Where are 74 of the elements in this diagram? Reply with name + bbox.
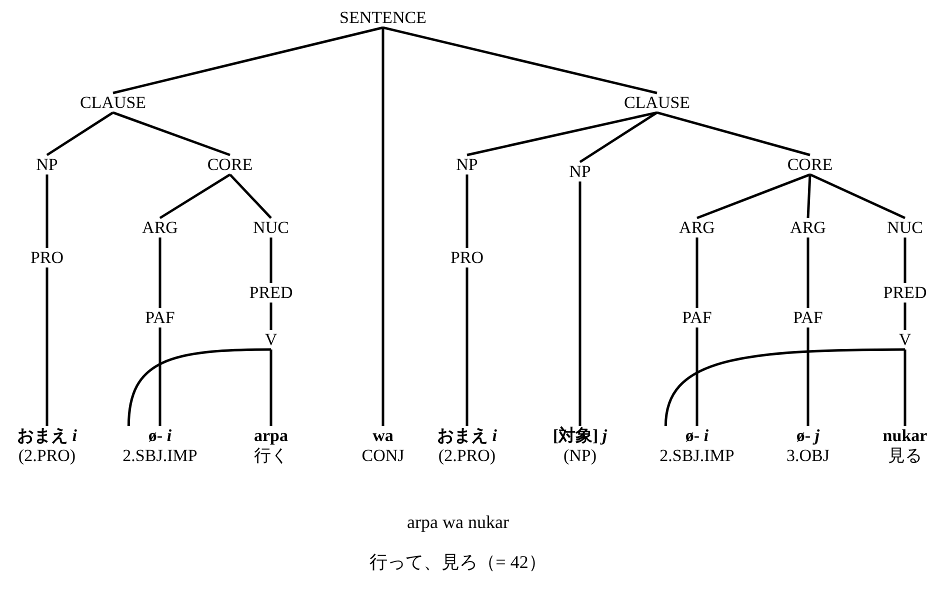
node-label: PRED <box>249 283 293 303</box>
node-label: NP <box>456 155 478 175</box>
tree-branch <box>579 112 658 164</box>
tree-branch <box>158 328 162 426</box>
node-label: NP <box>36 155 58 175</box>
tree-branch <box>159 173 231 220</box>
word-form: ø- i <box>684 426 710 446</box>
node-label: PAF <box>145 308 175 328</box>
tree-branch <box>578 182 582 426</box>
word-form: [対象] j <box>552 426 608 446</box>
linking-arc <box>664 348 905 426</box>
node-label: PRO <box>450 248 484 268</box>
node-label: NUC <box>253 218 289 238</box>
gloss: 行く <box>254 446 288 466</box>
tree-branch <box>806 328 810 426</box>
tree-branch <box>46 174 48 248</box>
node-label: V <box>898 330 912 350</box>
tree-branch <box>270 238 272 283</box>
node-label: SENTENCE <box>340 8 426 28</box>
gloss: (2.PRO) <box>17 446 77 466</box>
node-label: PAF <box>793 308 823 328</box>
gloss: CONJ <box>362 446 404 466</box>
node-label: V <box>264 330 278 350</box>
tree-branch <box>229 174 272 219</box>
tree-branch <box>696 328 698 426</box>
example-sentence: arpa wa nukar <box>407 512 509 533</box>
translation: 行って、見ろ（= 42） <box>370 551 546 574</box>
word-form: おまえ i <box>437 426 497 446</box>
gloss: (NP) <box>562 446 598 466</box>
tree-branch <box>382 28 384 426</box>
node-label: NP <box>569 162 591 182</box>
word-form: ø- j <box>795 426 821 446</box>
node-label: NUC <box>887 218 923 238</box>
tree-branch <box>46 268 48 426</box>
gloss: (2.PRO) <box>437 446 497 466</box>
tree-branch <box>466 111 658 156</box>
node-label: CLAUSE <box>80 93 146 113</box>
gloss: 3.OBJ <box>786 446 830 466</box>
tree-branch <box>904 302 906 330</box>
word-form: おまえ i <box>17 426 77 446</box>
node-label: CORE <box>207 155 253 175</box>
tree-branch <box>696 238 698 308</box>
tree-branch <box>270 350 272 426</box>
tree-branch <box>806 174 812 218</box>
gloss: 2.SBJ.IMP <box>660 446 734 466</box>
word-form: ø- i <box>147 426 173 446</box>
node-label: PRO <box>30 248 64 268</box>
node-label: ARG <box>790 218 826 238</box>
node-label: PRED <box>883 283 927 303</box>
tree-branch <box>158 238 162 308</box>
word-form: nukar <box>882 426 928 446</box>
tree-branch <box>112 111 230 156</box>
tree-branch <box>656 111 810 156</box>
tree-branch <box>466 174 468 248</box>
gloss: 見る <box>887 446 923 466</box>
tree-branch <box>904 238 906 283</box>
tree-branch <box>270 302 272 330</box>
node-label: ARG <box>679 218 715 238</box>
word-form: wa <box>372 426 394 446</box>
tree-branch <box>696 173 810 220</box>
tree-branch <box>382 26 658 94</box>
node-label: PAF <box>682 308 712 328</box>
tree-branch <box>46 112 114 156</box>
gloss: 2.SBJ.IMP <box>122 446 198 466</box>
tree-branch <box>466 268 468 426</box>
node-label: CLAUSE <box>624 93 690 113</box>
linking-arc <box>127 348 272 426</box>
tree-branch <box>904 350 906 426</box>
node-label: CORE <box>787 155 833 175</box>
tree-branch <box>809 173 906 220</box>
word-form: arpa <box>254 426 288 446</box>
tree-branch <box>806 238 810 308</box>
node-label: ARG <box>142 218 178 238</box>
tree-branch <box>112 26 384 94</box>
